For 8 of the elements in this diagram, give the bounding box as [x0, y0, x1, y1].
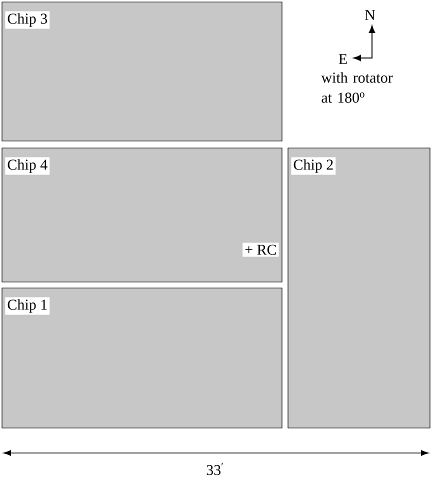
compass-letter: E: [338, 54, 347, 64]
chip-box: Chip 3: [2, 2, 282, 142]
note: with rotator at 180$^{o}$: [321, 72, 393, 103]
dimension-label: 33$^{′}$: [206, 462, 223, 476]
chip-box: Chip 4 + RC: [2, 148, 282, 282]
compass-letter: N: [365, 10, 376, 20]
chip-box: Chip 1: [2, 288, 282, 428]
chip-box: Chip 2: [288, 148, 430, 428]
